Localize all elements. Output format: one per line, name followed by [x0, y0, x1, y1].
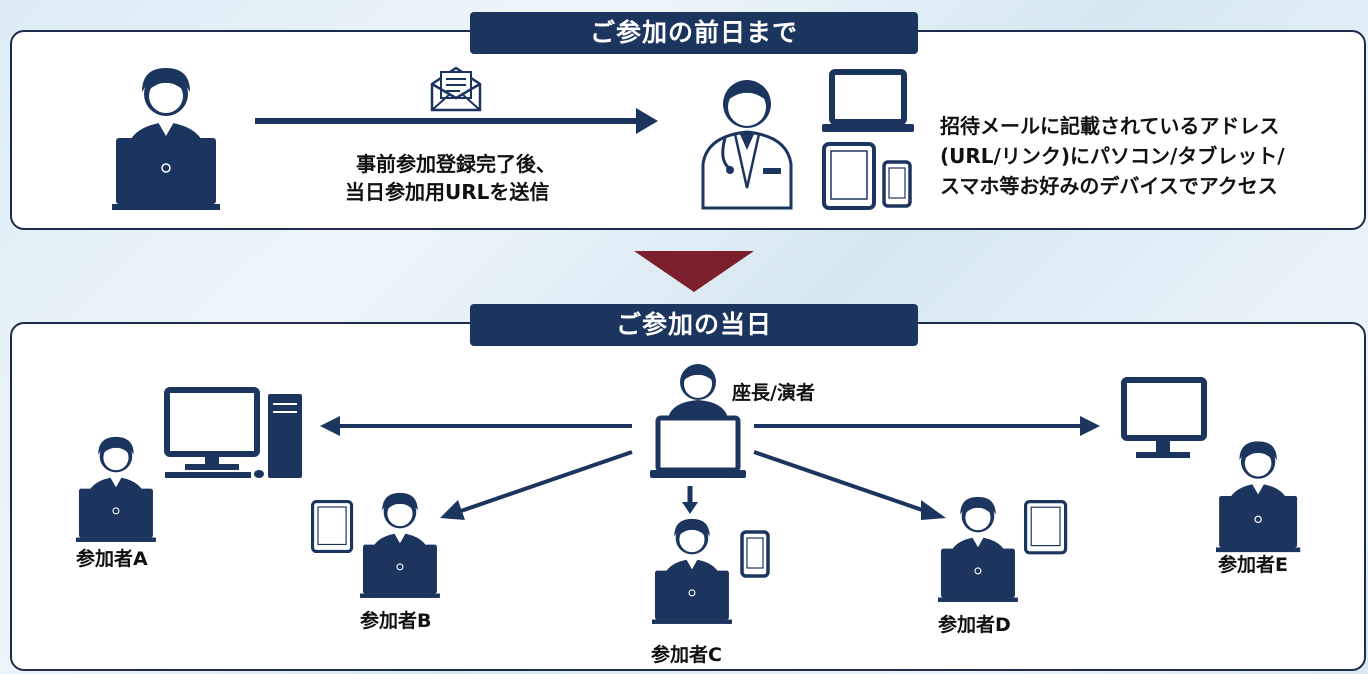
participant-b-label: 参加者B	[360, 610, 432, 632]
arrow-caption-line-1: 事前参加登録完了後、	[356, 152, 556, 176]
host-person-icon	[650, 364, 746, 478]
participant-d-tablet-icon	[1023, 500, 1068, 555]
participant-b-tablet-icon	[310, 499, 354, 554]
monitor-icon	[1121, 377, 1207, 458]
arrow-to-a-icon	[320, 416, 632, 436]
participant-b-person-icon	[359, 492, 441, 599]
participant-a-person-icon	[75, 436, 157, 543]
day-of-title: ご参加の当日	[470, 304, 918, 346]
send-arrow-icon	[255, 108, 658, 134]
before-day-panel	[10, 30, 1366, 230]
participant-a-label: 参加者A	[76, 548, 148, 570]
desktop-pc-icon	[164, 387, 302, 478]
description-line-1: 招待メールに記載されているアドレス	[940, 114, 1280, 138]
host-label: 座長/演者	[732, 382, 815, 404]
participant-d-person-icon	[937, 496, 1019, 603]
envelope-icon	[430, 66, 482, 112]
arrow-to-c-icon	[682, 486, 698, 514]
down-arrow-icon	[634, 251, 754, 292]
arrow-to-e-icon	[754, 416, 1100, 436]
participant-c-label: 参加者C	[651, 644, 722, 666]
laptop-icon	[822, 69, 914, 132]
sender-person-icon	[111, 67, 221, 211]
description-line-2: (URL/リンク)にパソコン/タブレット/	[940, 144, 1285, 168]
participant-d-label: 参加者D	[938, 614, 1011, 636]
participant-c-phone-icon	[740, 530, 770, 578]
smartphone-icon	[882, 160, 912, 208]
arrow-to-d-icon	[753, 450, 946, 520]
tablet-icon	[822, 142, 876, 210]
description-line-3: スマホ等お好みのデバイスでアクセス	[940, 174, 1278, 198]
participant-e-person-icon	[1215, 440, 1301, 553]
participant-c-person-icon	[651, 518, 733, 625]
arrow-to-b-icon	[440, 450, 633, 520]
participant-e-label: 参加者E	[1218, 554, 1288, 576]
arrow-caption-line-2: 当日参加用URLを送信	[345, 180, 550, 204]
before-day-title: ご参加の前日まで	[470, 12, 918, 54]
doctor-icon	[701, 80, 793, 210]
